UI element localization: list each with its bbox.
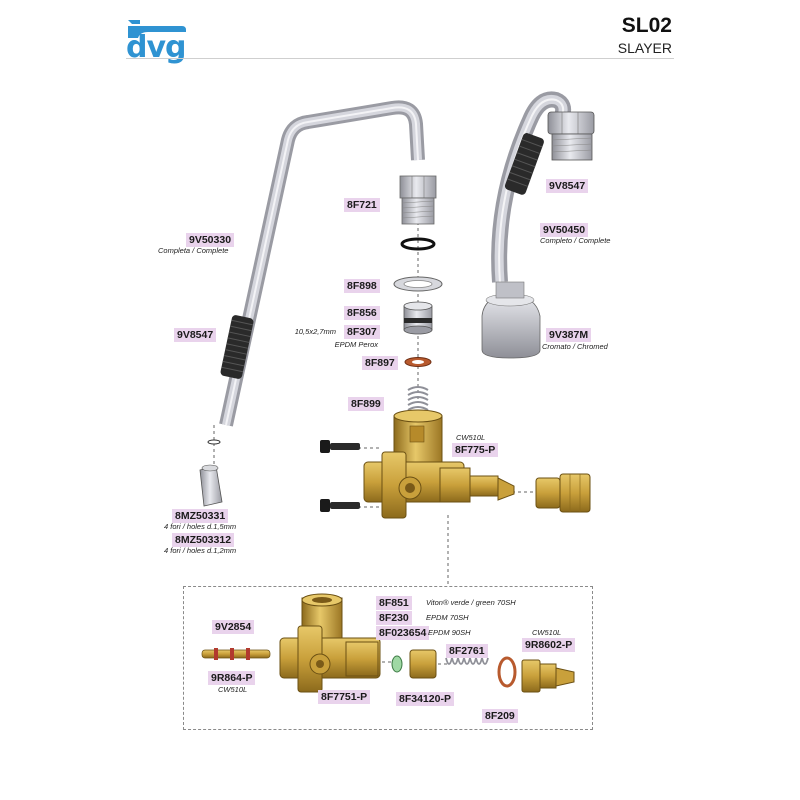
part-note: Completo / Complete bbox=[540, 236, 611, 245]
part-label: 8F307 bbox=[344, 325, 380, 339]
part-label: 8F898 bbox=[344, 279, 380, 293]
logo-text: dvg bbox=[126, 30, 187, 65]
part-label: 8F7751-P bbox=[318, 690, 371, 704]
header-divider bbox=[126, 58, 674, 59]
part-note: CW510L bbox=[218, 685, 248, 694]
part-note: EPDM 70SH bbox=[426, 613, 469, 622]
part-label: 9V50330 bbox=[186, 233, 235, 247]
part-note: Viton® verde / green 70SH bbox=[426, 598, 516, 607]
part-label: 8F230 bbox=[376, 611, 412, 625]
part-note: 4 fori / holes d.1,2mm bbox=[164, 546, 237, 555]
part-note: Cromato / Chromed bbox=[542, 342, 608, 351]
part-label: 9V8547 bbox=[174, 328, 217, 342]
part-label: 8F721 bbox=[344, 198, 380, 212]
detail-inset-frame bbox=[183, 586, 593, 730]
dvg-logo-icon bbox=[128, 20, 186, 38]
part-note: Completa / Complete bbox=[158, 246, 229, 255]
part-label: 8F34120-P bbox=[396, 692, 454, 706]
part-label: 9R8602-P bbox=[522, 638, 576, 652]
part-note: 4 fori / holes d.1,5mm bbox=[164, 522, 237, 531]
part-label: 9V50450 bbox=[540, 223, 589, 237]
part-label: 8F2761 bbox=[446, 644, 488, 658]
part-label: 8MZ503312 bbox=[172, 533, 235, 547]
part-label: 8F209 bbox=[482, 709, 518, 723]
part-label: 8F897 bbox=[362, 356, 398, 370]
brand-name: SLAYER bbox=[617, 40, 672, 56]
part-note: EPDM 90SH bbox=[428, 628, 471, 637]
part-label: 9V2854 bbox=[212, 620, 255, 634]
model-code: SL02 bbox=[621, 14, 672, 37]
part-label: 9R864-P bbox=[208, 671, 256, 685]
part-label: 8F851 bbox=[376, 596, 412, 610]
part-note: CW510L bbox=[456, 433, 486, 442]
part-label: 9V387M bbox=[546, 328, 592, 342]
part-label: 8MZ50331 bbox=[172, 509, 229, 523]
part-note: EPDM Perox bbox=[334, 340, 378, 349]
part-label: 8F023654 bbox=[376, 626, 430, 640]
part-label: 8F899 bbox=[348, 397, 384, 411]
part-note: CW510L bbox=[532, 628, 562, 637]
part-note: 10,5x2,7mm bbox=[294, 327, 336, 336]
part-label: 8F856 bbox=[344, 306, 380, 320]
part-label: 8F775-P bbox=[452, 443, 499, 457]
part-label: 9V8547 bbox=[546, 179, 589, 193]
